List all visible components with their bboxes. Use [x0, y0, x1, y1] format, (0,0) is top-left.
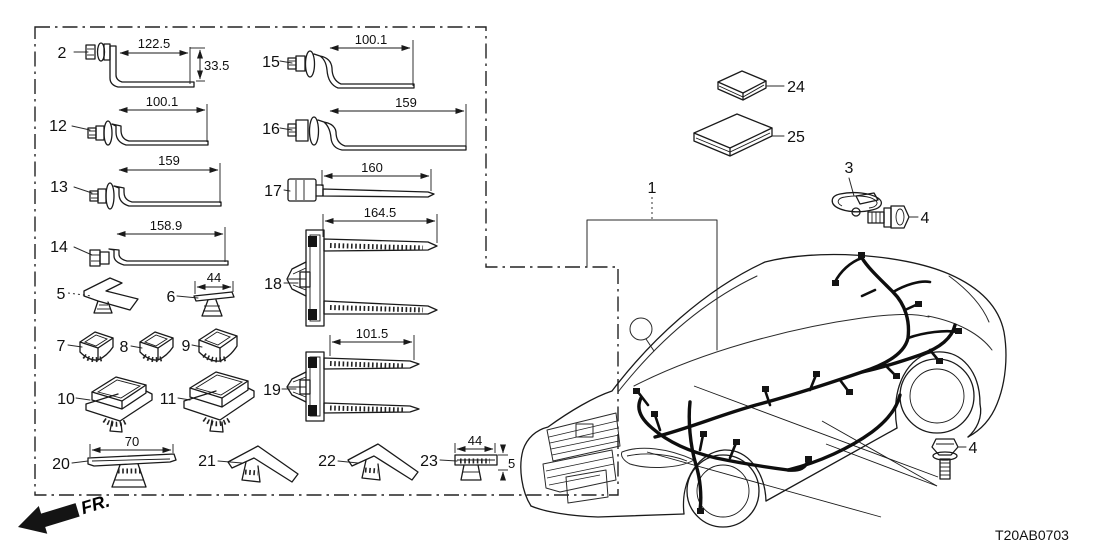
part-9-drawing [191, 328, 238, 363]
part-14-drawing [73, 227, 229, 267]
front-grille [546, 412, 621, 462]
part-23-drawing [439, 443, 508, 481]
dim-14-length: 158.9 [150, 218, 183, 233]
fr-arrow-glyph [18, 503, 80, 534]
callout-1-bracket [586, 197, 718, 351]
callout-23: 23 [420, 453, 438, 470]
callout-21: 21 [198, 453, 216, 470]
part-19-drawing [281, 335, 420, 422]
callout-10: 10 [57, 391, 75, 408]
diagram-code: T20AB0703 [995, 527, 1069, 543]
side-mirror [629, 317, 653, 341]
fr-direction-arrow: FR. [18, 491, 112, 534]
dim-2-height: 33.5 [204, 58, 229, 73]
callout-19: 19 [263, 382, 281, 399]
beltline [633, 313, 930, 387]
part-2-drawing [73, 42, 205, 88]
callout-14: 14 [50, 239, 68, 256]
part-13-drawing [73, 163, 222, 210]
callout-7: 7 [57, 338, 66, 355]
callout-25: 25 [787, 129, 805, 146]
dim-23-length: 44 [468, 433, 482, 448]
front-wheel [686, 454, 760, 528]
part-10-drawing [75, 376, 153, 433]
dim-2-length: 122.5 [138, 36, 171, 51]
callout-12: 12 [49, 118, 67, 135]
callout-15: 15 [262, 54, 280, 71]
callout-18: 18 [264, 276, 282, 293]
fr-label: FR. [78, 491, 112, 519]
dim-20-length: 70 [125, 434, 139, 449]
callout-3: 3 [845, 160, 854, 177]
dim-13-length: 159 [158, 153, 180, 168]
callout-22: 22 [318, 453, 336, 470]
rear-wheel [899, 358, 975, 434]
dim-12-length: 100.1 [146, 94, 179, 109]
part-5-drawing [67, 277, 139, 314]
dim-6-length: 44 [207, 270, 221, 285]
callout-2: 2 [58, 45, 67, 62]
part-22-drawing [337, 443, 419, 481]
part-15-drawing [279, 40, 415, 89]
dashed-border [34, 26, 619, 496]
callout-4b: 4 [969, 440, 978, 457]
part-18-drawing [283, 214, 438, 327]
callout-13: 13 [50, 179, 68, 196]
dim-16-length: 159 [395, 95, 417, 110]
headlight [621, 447, 695, 468]
part-4b-drawing [821, 420, 967, 487]
part-16-drawing [279, 104, 467, 151]
floor-plane-edge-2 [646, 451, 882, 518]
part-24-drawing [717, 70, 785, 101]
dim-17-length: 160 [361, 160, 383, 175]
part-3-drawing [831, 177, 883, 217]
callout-4: 4 [921, 210, 930, 227]
part-11-drawing [177, 371, 255, 433]
dim-18-length: 164.5 [364, 205, 397, 220]
license-plate [565, 469, 609, 504]
callout-17: 17 [264, 183, 282, 200]
windshield-line [617, 275, 758, 393]
car-illustration [520, 253, 1007, 528]
callout-11: 11 [160, 391, 177, 408]
callout-16: 16 [262, 121, 280, 138]
part-17-drawing [283, 169, 435, 202]
callout-6: 6 [167, 289, 176, 306]
callout-20: 20 [52, 456, 70, 473]
callout-1: 1 [648, 180, 657, 197]
callout-24: 24 [787, 79, 805, 96]
dim-15-length: 100.1 [355, 32, 388, 47]
callout-9: 9 [182, 338, 191, 355]
part-21-drawing [217, 445, 299, 483]
callout-5: 5 [57, 286, 66, 303]
part-4-drawing [867, 205, 919, 229]
part-8-drawing [130, 331, 174, 363]
dim-23-height: 5 [508, 456, 515, 471]
callout-8: 8 [120, 339, 129, 356]
part-6-drawing [176, 281, 235, 317]
part-25-drawing [693, 113, 785, 157]
part-20-drawing [71, 444, 177, 488]
dim-19-length: 101.5 [356, 326, 389, 341]
floor-plane-edge [693, 385, 939, 478]
part-12-drawing [71, 104, 209, 146]
wire-harness [633, 252, 962, 514]
part-7-drawing [67, 331, 114, 363]
lower-intake [542, 449, 617, 504]
